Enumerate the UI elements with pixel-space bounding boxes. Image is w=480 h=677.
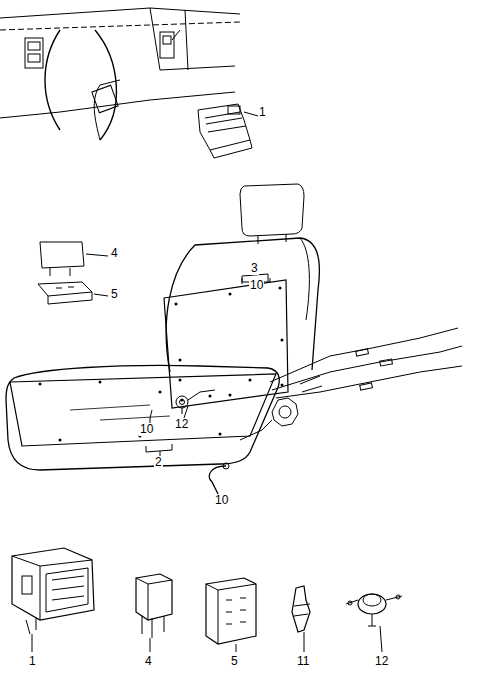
callout-number: 1 [28,655,37,668]
callout-number: 12 [174,418,189,431]
callout-number: 4 [110,247,119,260]
callout-number: 10 [249,279,264,292]
callout-number: 5 [230,655,239,668]
callout-number: 1 [258,106,267,119]
callout-number: 5 [110,288,119,301]
callout-number: 12 [374,655,389,668]
callout-number: 4 [144,655,153,668]
callout-number: 2 [154,456,163,469]
callout-number: 10 [214,494,229,507]
callout-number: 11 [296,655,310,668]
callout-number: 10 [139,423,154,436]
callout-number: 3 [250,262,259,275]
